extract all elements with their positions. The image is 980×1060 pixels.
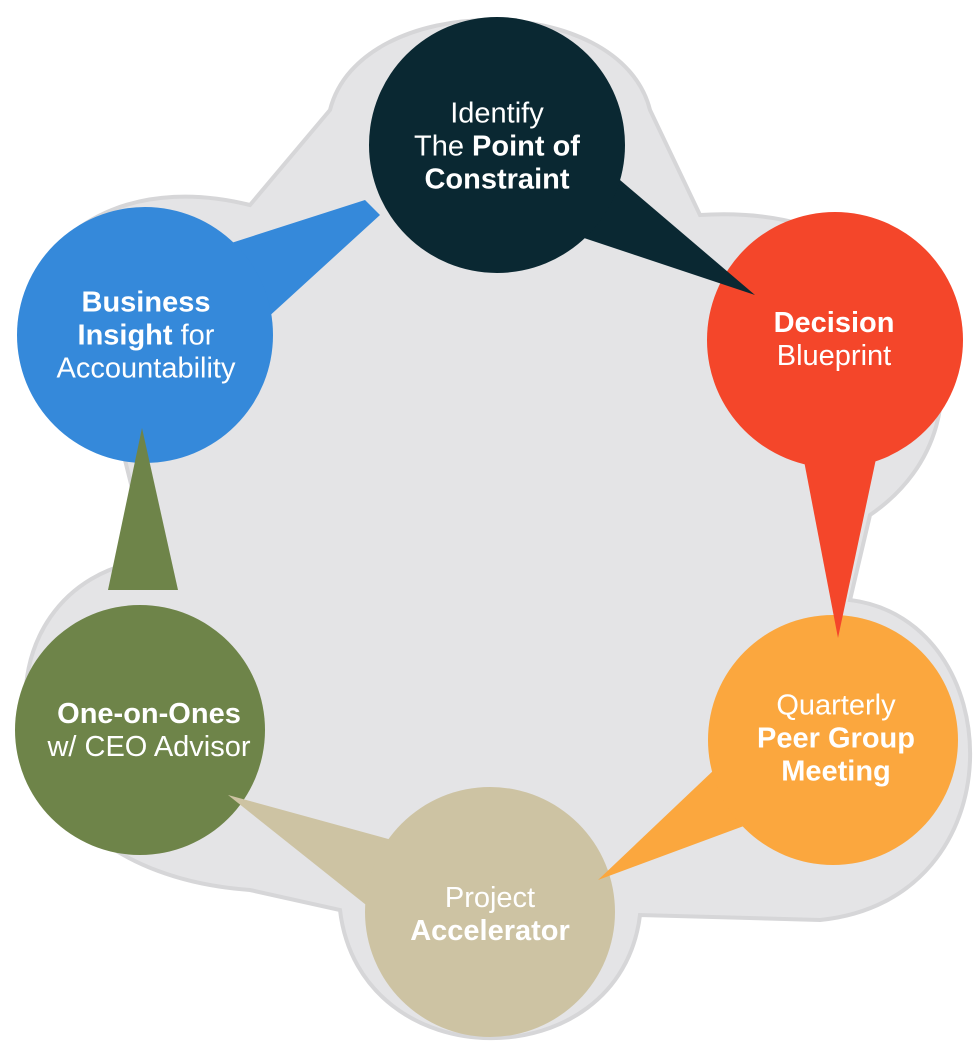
one-on-ones-circle <box>15 605 265 855</box>
quarterly-line3: Meeting <box>781 755 891 788</box>
identify-circle <box>369 17 625 273</box>
project-pointer <box>228 795 410 920</box>
project-line2: Accelerator <box>410 915 570 947</box>
business-line2-a: Insight <box>77 319 173 352</box>
business-line2-b: for <box>172 319 215 352</box>
node-one-on-ones <box>15 428 265 855</box>
business-line2: Insight for <box>57 320 236 353</box>
decision-label: Decision Blueprint <box>774 307 895 373</box>
business-label: Business Insight for Accountability <box>57 287 236 386</box>
project-circle <box>365 787 615 1037</box>
node-business-insight <box>17 200 380 463</box>
node-quarterly <box>598 615 958 880</box>
business-line1: Business <box>81 286 211 319</box>
identify-line1: Identify <box>450 97 544 130</box>
one-on-ones-label: One-on-Ones w/ CEO Advisor <box>47 698 250 764</box>
identify-line2-a: The <box>414 130 473 163</box>
one-on-ones-line2: w/ CEO Advisor <box>47 731 251 763</box>
identify-line2-b: Point of <box>472 130 580 163</box>
node-project-accelerator <box>228 787 615 1037</box>
project-line1: Project <box>444 882 536 914</box>
node-decision <box>707 212 963 638</box>
decision-circle <box>707 212 963 468</box>
business-circle <box>17 207 273 463</box>
one-on-ones-pointer <box>108 428 178 590</box>
decision-pointer <box>800 440 880 638</box>
identify-line3: Constraint <box>424 163 570 196</box>
quarterly-line2: Peer Group <box>757 722 915 755</box>
decision-line1: Decision <box>773 307 895 339</box>
quarterly-circle <box>708 615 958 865</box>
quarterly-label: Quarterly Peer Group Meeting <box>757 690 915 789</box>
identify-pointer <box>560 180 755 295</box>
quarterly-line1: Quarterly <box>776 689 896 722</box>
identify-line2: The Point of <box>414 131 580 164</box>
business-line3: Accountability <box>56 352 236 385</box>
identify-label: Identify The Point of Constraint <box>414 98 580 197</box>
one-on-ones-line1: One-on-Ones <box>57 698 241 730</box>
node-identify <box>369 17 755 295</box>
project-label: Project Accelerator <box>410 882 570 948</box>
decision-line2: Blueprint <box>776 340 892 372</box>
